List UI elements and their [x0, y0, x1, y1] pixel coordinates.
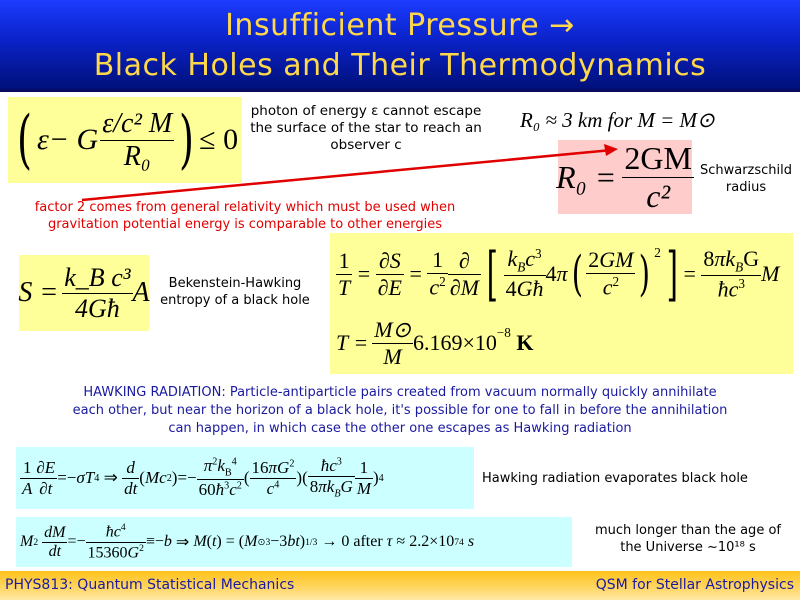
factor-2-note: factor 2 comes from general relativity w… — [34, 200, 456, 232]
schwarzschild-label: Schwarzschild radius — [699, 163, 793, 195]
evaporation-label: Hawking radiation evaporates black hole — [482, 471, 748, 486]
right-paren: ) — [179, 103, 195, 177]
slide-footer: PHYS813: Quantum Statistical Mechanics Q… — [0, 571, 800, 600]
title-line-1: Insufficient Pressure → — [225, 8, 575, 43]
relation: ≤ 0 — [199, 123, 239, 156]
escape-fraction: ε/c² M R₀ — [100, 107, 175, 173]
epsilon-symbol: ε — [36, 123, 49, 156]
left-paren: ( — [16, 103, 32, 177]
escape-condition-equation: ( ε − G ε/c² M R₀ ) ≤ 0 — [8, 97, 242, 183]
temperature-result: T = M⊙ M 6.169×10−8 K — [336, 316, 534, 369]
escape-numerator: ε/c² M — [100, 107, 175, 141]
photon-note: photon of energy ε cannot escape the sur… — [250, 103, 482, 153]
entropy-label: Bekenstein-Hawking entropy of a black ho… — [160, 276, 310, 308]
hawking-radiation-note: HAWKING RADIATION: Particle-antiparticle… — [72, 385, 728, 436]
entropy-fraction: k_B c³ 4Għ — [62, 262, 133, 323]
slide-title: Insufficient Pressure → Black Holes and … — [0, 0, 800, 92]
schwarzschild-approx: R₀ ≈ 3 km for M = M⊙ — [520, 108, 715, 132]
schwarzschild-fraction: 2GM c² — [622, 139, 694, 214]
entropy-equation: S = k_B c³ 4Għ A — [18, 255, 150, 331]
minus-g: − G — [48, 123, 99, 156]
r0-lhs: R₀ = — [556, 158, 617, 195]
escape-denominator: R₀ — [123, 140, 151, 172]
lifetime-label: much longer than the age of the Universe… — [595, 523, 781, 555]
footer-course: PHYS813: Quantum Statistical Mechanics — [5, 577, 295, 593]
title-line-2: Black Holes and Their Thermodynamics — [93, 48, 707, 83]
footer-topic: QSM for Stellar Astrophysics — [595, 577, 794, 593]
